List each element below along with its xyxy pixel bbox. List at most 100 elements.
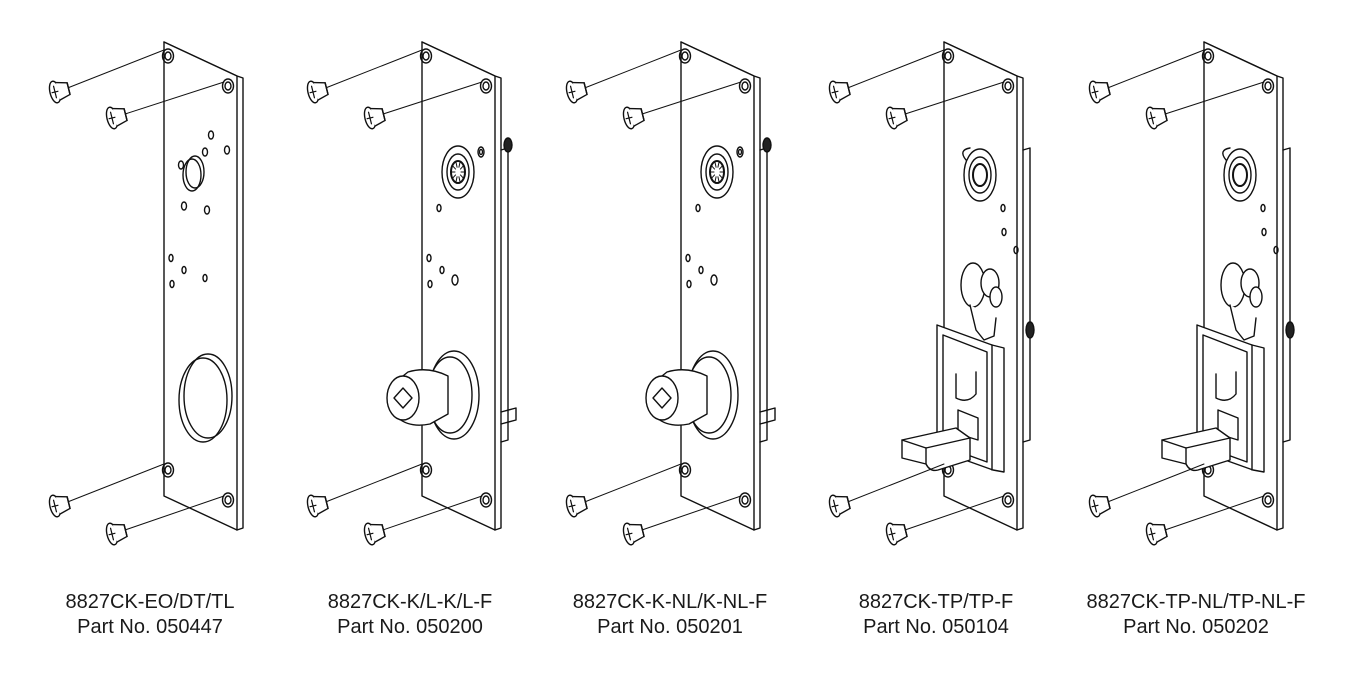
screw-leader-line	[844, 463, 945, 504]
screw-hole-inner	[164, 465, 172, 475]
screw-leader-line	[581, 49, 682, 90]
latch-tab	[759, 407, 776, 425]
small-hole	[169, 279, 175, 289]
screw-icon	[105, 106, 128, 130]
screw-hole-inner	[1264, 495, 1272, 505]
small-hole	[427, 279, 433, 289]
latch-arm	[1229, 304, 1257, 341]
screw-hole	[678, 48, 692, 64]
screw-leader-line	[638, 81, 742, 116]
screw-hole-inner	[681, 51, 689, 61]
screw-hole	[1261, 78, 1275, 94]
product-caption-5: 8827CK-TP-NL/TP-NL-F Part No. 050202	[1066, 590, 1326, 640]
assembly-3	[565, 41, 776, 546]
screw-hole	[221, 492, 235, 508]
model-number: 8827CK-TP-NL/TP-NL-F	[1086, 591, 1306, 613]
screw-hole	[161, 462, 175, 478]
screw-icon	[1088, 494, 1111, 518]
screw-hole	[738, 492, 752, 508]
product-caption-1: 8827CK-EO/DT/TL Part No. 050447	[20, 590, 280, 640]
lock-case	[1022, 147, 1031, 443]
screw-leader-line	[1161, 81, 1265, 116]
small-hole	[439, 265, 445, 275]
screw-icon	[1088, 80, 1111, 104]
model-number: 8827CK-K-NL/K-NL-F	[572, 591, 768, 613]
mounting-plate	[163, 41, 238, 531]
cylinder-hole-wall	[185, 155, 205, 189]
cylinder-rim	[705, 153, 729, 191]
screw-hole	[419, 48, 433, 64]
cam-pin	[989, 286, 1003, 308]
screw-icon	[828, 494, 851, 518]
screw-leader-line	[121, 495, 225, 532]
part-number: Part No. 050200	[337, 616, 483, 638]
small-hole	[710, 274, 718, 286]
screw-leader-line	[581, 463, 682, 504]
product-caption-3: 8827CK-K-NL/K-NL-F Part No. 050201	[540, 590, 800, 640]
thumb-bracket-inner	[1202, 334, 1248, 463]
bracket-window	[957, 409, 979, 441]
small-hole	[426, 253, 432, 263]
screw-hole	[678, 462, 692, 478]
small-hole	[223, 145, 231, 155]
screw-leader-line	[638, 495, 742, 532]
small-hole	[736, 146, 744, 158]
case-post	[1025, 321, 1035, 339]
square-drive-face	[386, 375, 420, 421]
screw-hole-inner	[1204, 51, 1212, 61]
small-hole	[181, 265, 187, 275]
key-plug	[972, 163, 988, 187]
screw-icon	[828, 80, 851, 104]
screw-leader-line	[1104, 49, 1205, 90]
small-hole	[1261, 227, 1267, 237]
part-number: Part No. 050202	[1123, 616, 1269, 638]
cylinder-hole	[182, 158, 202, 192]
screw-icon	[565, 80, 588, 104]
cam-pin	[1249, 286, 1263, 308]
small-hole	[686, 279, 692, 289]
small-hole	[1000, 203, 1006, 213]
small-hole	[436, 203, 442, 213]
screw-hole	[1001, 492, 1015, 508]
screw-icon	[622, 522, 645, 546]
screw-icon	[306, 80, 329, 104]
part-number: Part No. 050104	[863, 616, 1009, 638]
small-hole	[203, 205, 211, 215]
screw-leader-line	[1104, 463, 1205, 504]
small-hole	[695, 203, 701, 213]
screw-leader-line	[379, 81, 483, 116]
spindle-hole-wall	[183, 353, 233, 439]
screw-hole	[738, 78, 752, 94]
screw-hole	[1001, 78, 1015, 94]
screw-hole	[479, 492, 493, 508]
screw-leader-line	[322, 463, 423, 504]
assembly-2	[306, 41, 517, 546]
small-hole	[177, 160, 185, 170]
key-plug	[1232, 163, 1248, 187]
screw-icon	[363, 522, 386, 546]
cylinder-rim	[446, 153, 470, 191]
lock-case	[1282, 147, 1291, 443]
product-caption-4: 8827CK-TP/TP-F Part No. 050104	[806, 590, 1066, 640]
screw-icon	[363, 106, 386, 130]
mounting-plate	[680, 41, 755, 531]
screw-leader-line	[1161, 495, 1265, 532]
lock-case	[759, 147, 768, 443]
small-hole	[180, 201, 188, 211]
screw-hole-inner	[1004, 81, 1012, 91]
case-post	[503, 137, 513, 153]
small-hole	[207, 130, 215, 140]
case-post	[1285, 321, 1295, 339]
screw-hole-inner	[681, 465, 689, 475]
cylinder-rim	[968, 156, 992, 194]
square-drive-face	[645, 375, 679, 421]
screw-hole	[1201, 48, 1215, 64]
model-number: 8827CK-EO/DT/TL	[65, 591, 235, 613]
screw-hole	[221, 78, 235, 94]
screw-hole-inner	[164, 51, 172, 61]
screw-leader-line	[121, 81, 225, 116]
screw-icon	[622, 106, 645, 130]
screw-icon	[306, 494, 329, 518]
small-hole	[451, 274, 459, 286]
